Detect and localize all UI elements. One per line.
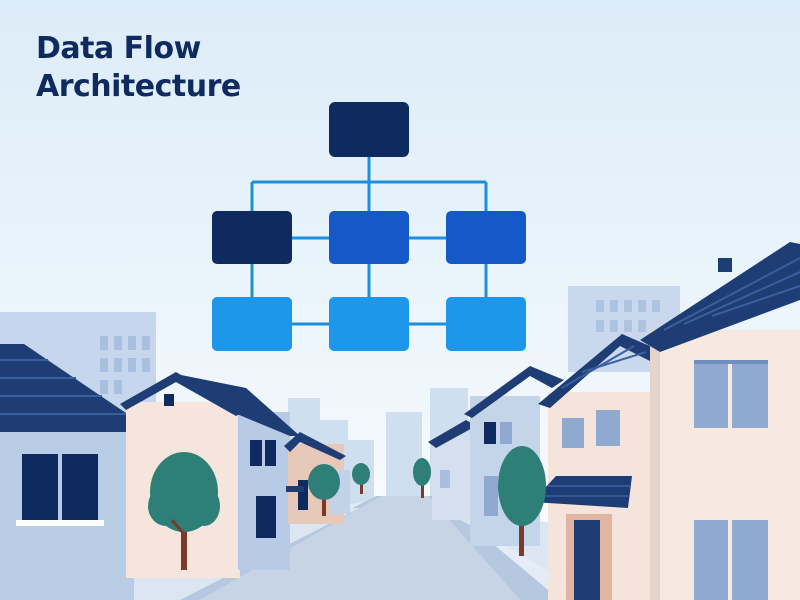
- node-level3-left: [212, 297, 292, 351]
- title-line-1: Data Flow: [36, 31, 201, 66]
- hierarchy-diagram: [212, 102, 526, 351]
- node-level2-center: [329, 211, 409, 264]
- node-level2-right: [446, 211, 526, 264]
- node-root: [329, 102, 409, 157]
- house-left-front: [0, 344, 154, 600]
- title-line-2: Architecture: [36, 69, 241, 104]
- tree-center-far: [352, 463, 370, 494]
- tree-right-far: [413, 458, 431, 498]
- node-level3-right: [446, 297, 526, 351]
- house-right-corner: [640, 242, 800, 600]
- house-right-front: [532, 334, 668, 600]
- page-title: Data Flow Architecture: [36, 30, 241, 106]
- node-level3-center: [329, 297, 409, 351]
- tree-left-small: [308, 464, 340, 516]
- tree-right-medium: [498, 446, 546, 556]
- house-right-back: [428, 420, 476, 520]
- node-level2-left: [212, 211, 292, 264]
- tree-left-large: [148, 452, 220, 570]
